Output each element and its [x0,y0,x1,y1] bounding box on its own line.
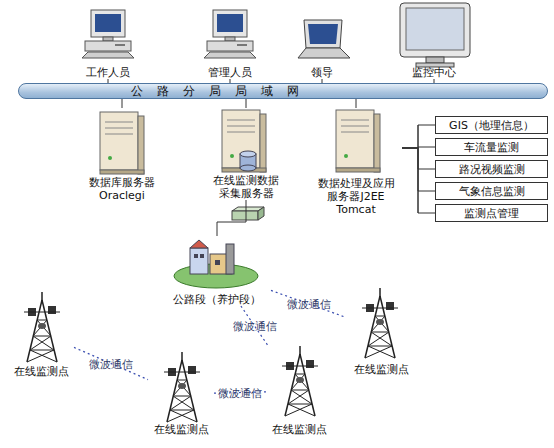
database-cylinder [240,151,256,171]
database-server [100,112,144,174]
node-label: 气象信息监测 [459,185,525,198]
server-node: 在线监测数据 采集服务器 [200,108,292,200]
laptop-computer [298,20,350,58]
lattice-tower [362,288,398,358]
road-station-building [174,240,258,288]
node-label: 数据处理及应用 服务器J2EE Tomcat [310,177,402,216]
function-box: 路况视频监测 [435,160,548,178]
node-label: 工作人员 [86,66,130,79]
node-label: 管理人员 [208,66,252,79]
node-label: 监控中心 [412,66,456,79]
network-wire [246,99,247,108]
monitor-point: 在线监测点 [266,346,332,436]
link-label: 微波通信 [233,319,277,334]
network-switch [232,207,264,220]
node-label: 在线监测数据 采集服务器 [200,174,292,200]
station-node: 公路段（养护段） [163,236,271,306]
server-node: 数据处理及应用 服务器J2EE Tomcat [310,108,402,216]
node-label: 车流量监测 [464,141,519,154]
node-label: 在线监测点 [272,423,327,436]
computer-node: 工作人员 [78,8,138,79]
monitor-point: 在线监测点 [346,284,416,376]
link-label: 微波通信 [287,296,331,311]
network-wire [356,99,357,108]
function-box: 车流量监测 [435,138,548,156]
function-box: 气象信息监测 [435,182,548,200]
node-label: 监测点管理 [464,207,519,220]
network-wire [122,99,123,108]
microwave-link [74,347,148,379]
lattice-tower [164,352,200,422]
link-label: 微波通信 [218,385,262,400]
computer-node: 监控中心 [398,2,470,79]
lattice-tower [282,346,318,416]
network-wire [217,200,246,236]
desktop-computer [82,10,134,58]
function-box: GIS（地理信息） [435,116,548,134]
monitor-point: 在线监测点 [8,288,74,378]
monitor-screen [400,3,470,67]
server-node: 数据库服务器 Oraclegi [82,108,162,202]
acquisition-server [222,110,266,172]
network-band: 公路分局局域网 [18,83,548,99]
link-label: 微波通信 [89,356,133,371]
node-label: 在线监测点 [154,423,209,436]
node-label: 公路分局局域网 [131,85,313,98]
application-server [336,110,380,172]
node-label: 路况视频监测 [459,163,525,176]
computer-node: 管理人员 [200,8,260,79]
node-label: 在线监测点 [14,365,69,378]
network-wire [402,148,435,213]
lattice-tower [24,292,60,362]
desktop-computer [204,10,256,58]
computer-node: 领导 [292,20,352,79]
node-label: 领导 [311,66,333,79]
node-label: 公路段（养护段） [173,293,261,306]
node-label: GIS（地理信息） [449,119,534,132]
microwave-link [271,290,346,317]
node-label: 数据库服务器 Oraclegi [82,176,162,202]
network-wire [402,125,435,148]
function-box: 监测点管理 [435,204,548,222]
node-label: 在线监测点 [354,363,409,376]
monitor-point: 在线监测点 [148,352,214,436]
